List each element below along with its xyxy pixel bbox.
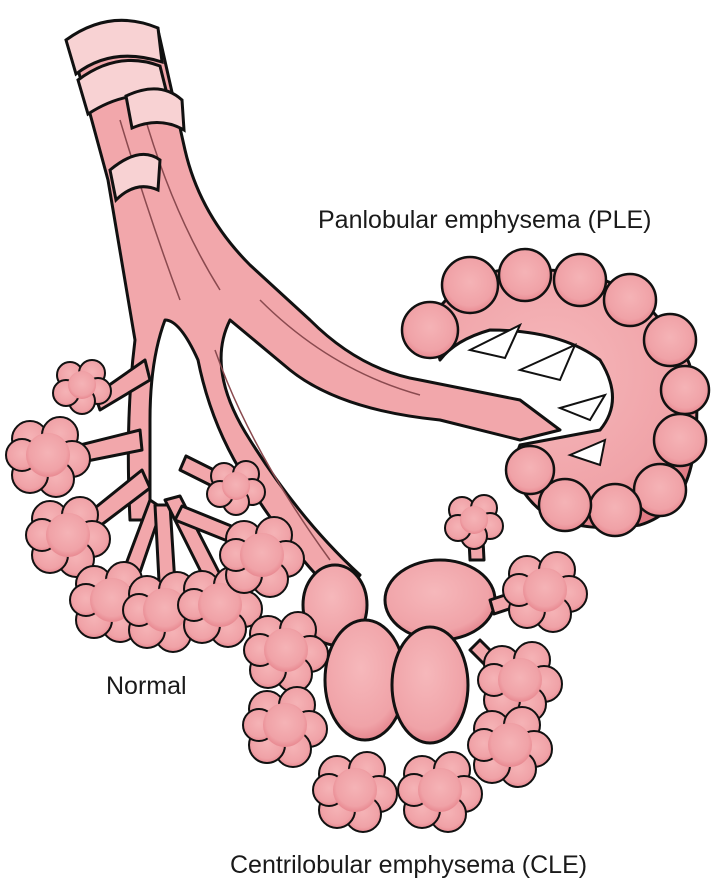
cle-region — [242, 494, 588, 833]
cle-label: Centrilobular emphysema (CLE) — [230, 851, 588, 879]
cartilage-rings — [64, 18, 186, 204]
ple-region — [400, 247, 711, 538]
normal-label: Normal — [106, 672, 187, 700]
ple-label: Panlobular emphysema (PLE) — [318, 206, 652, 234]
